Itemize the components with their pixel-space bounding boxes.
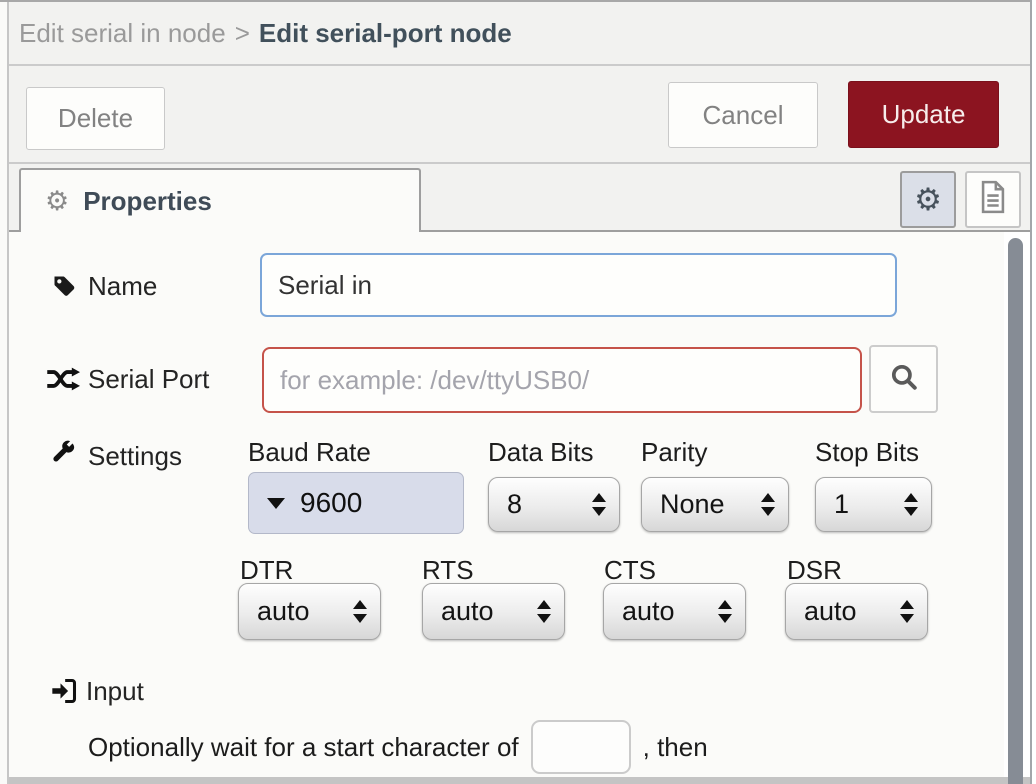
right-edge-line: [1030, 0, 1032, 784]
wrench-icon: [50, 440, 77, 472]
cts-select[interactable]: auto: [603, 583, 746, 640]
wait-text-before: Optionally wait for a start character of: [88, 731, 519, 762]
search-icon: [887, 360, 921, 399]
input-section-label: Input: [86, 676, 144, 706]
dsr-value: auto: [804, 596, 857, 626]
data-bits-value: 8: [507, 489, 523, 519]
cts-label: CTS: [604, 555, 656, 585]
dtr-value: auto: [257, 596, 310, 626]
sign-in-icon: [50, 678, 78, 709]
breadcrumb-separator: >: [234, 17, 250, 48]
tag-icon: [50, 272, 77, 304]
name-input[interactable]: [260, 253, 897, 317]
delete-button[interactable]: Delete: [26, 87, 165, 150]
start-character-input[interactable]: [530, 720, 631, 774]
baud-rate-value: 9600: [300, 487, 363, 518]
parity-select[interactable]: None: [641, 477, 789, 532]
wait-text-after: , then: [642, 731, 708, 762]
rts-select[interactable]: auto: [422, 583, 565, 640]
update-button[interactable]: Update: [848, 81, 999, 148]
spinner-arrows-icon: [904, 493, 918, 516]
node-help-button[interactable]: [965, 171, 1021, 228]
bottom-edge: [0, 777, 1036, 784]
tab-properties-label: Properties: [83, 185, 212, 216]
spinner-arrows-icon: [592, 493, 606, 516]
serial-port-label: Serial Port: [88, 364, 210, 394]
node-settings-button[interactable]: ⚙: [900, 171, 956, 228]
parity-value: None: [660, 489, 725, 519]
shuffle-icon: [46, 366, 80, 397]
spinner-arrows-icon: [900, 600, 914, 623]
tab-properties[interactable]: ⚙ Properties: [19, 168, 421, 232]
chevron-down-icon: [267, 497, 285, 509]
name-label: Name: [88, 271, 158, 301]
serial-port-input[interactable]: [262, 347, 862, 413]
spinner-arrows-icon: [537, 600, 551, 623]
dtr-select[interactable]: auto: [238, 583, 381, 640]
data-bits-select[interactable]: 8: [488, 477, 620, 532]
rts-label: RTS: [422, 555, 474, 585]
properties-gear-icon: ⚙: [45, 185, 70, 216]
data-bits-label: Data Bits: [488, 437, 594, 467]
cancel-button[interactable]: Cancel: [668, 82, 818, 148]
baud-rate-label: Baud Rate: [248, 437, 371, 467]
cts-value: auto: [622, 596, 675, 626]
start-character-row: Optionally wait for a start character of…: [88, 717, 708, 777]
breadcrumb-parent[interactable]: Edit serial in node: [19, 17, 226, 48]
baud-rate-select[interactable]: 9600: [248, 472, 464, 534]
gear-icon: ⚙: [914, 182, 942, 217]
tray-resize-gutter[interactable]: [0, 0, 7, 784]
top-border: [0, 0, 1036, 2]
stop-bits-value: 1: [834, 489, 850, 519]
spinner-arrows-icon: [718, 600, 732, 623]
parity-label: Parity: [641, 437, 708, 467]
stop-bits-select[interactable]: 1: [815, 477, 932, 532]
tab-bar: ⚙ Properties ⚙: [9, 164, 1030, 232]
spinner-arrows-icon: [353, 600, 367, 623]
settings-label: Settings: [88, 441, 182, 471]
right-edge-gutter: [1032, 0, 1036, 784]
scrollbar-thumb[interactable]: [1008, 238, 1023, 784]
dialog-header: Edit serial in node > Edit serial-port n…: [9, 2, 1030, 66]
spinner-arrows-icon: [761, 493, 775, 516]
rts-value: auto: [441, 596, 494, 626]
dialog-toolbar: Delete Cancel Update: [9, 66, 1030, 164]
document-icon: [978, 180, 1008, 219]
breadcrumb-current: Edit serial-port node: [258, 17, 512, 48]
dtr-label: DTR: [240, 555, 294, 585]
stop-bits-label: Stop Bits: [815, 437, 920, 467]
tray-resize-line: [7, 0, 9, 784]
dsr-label: DSR: [787, 555, 842, 585]
serial-port-search-button[interactable]: [869, 345, 938, 413]
dsr-select[interactable]: auto: [785, 583, 928, 640]
